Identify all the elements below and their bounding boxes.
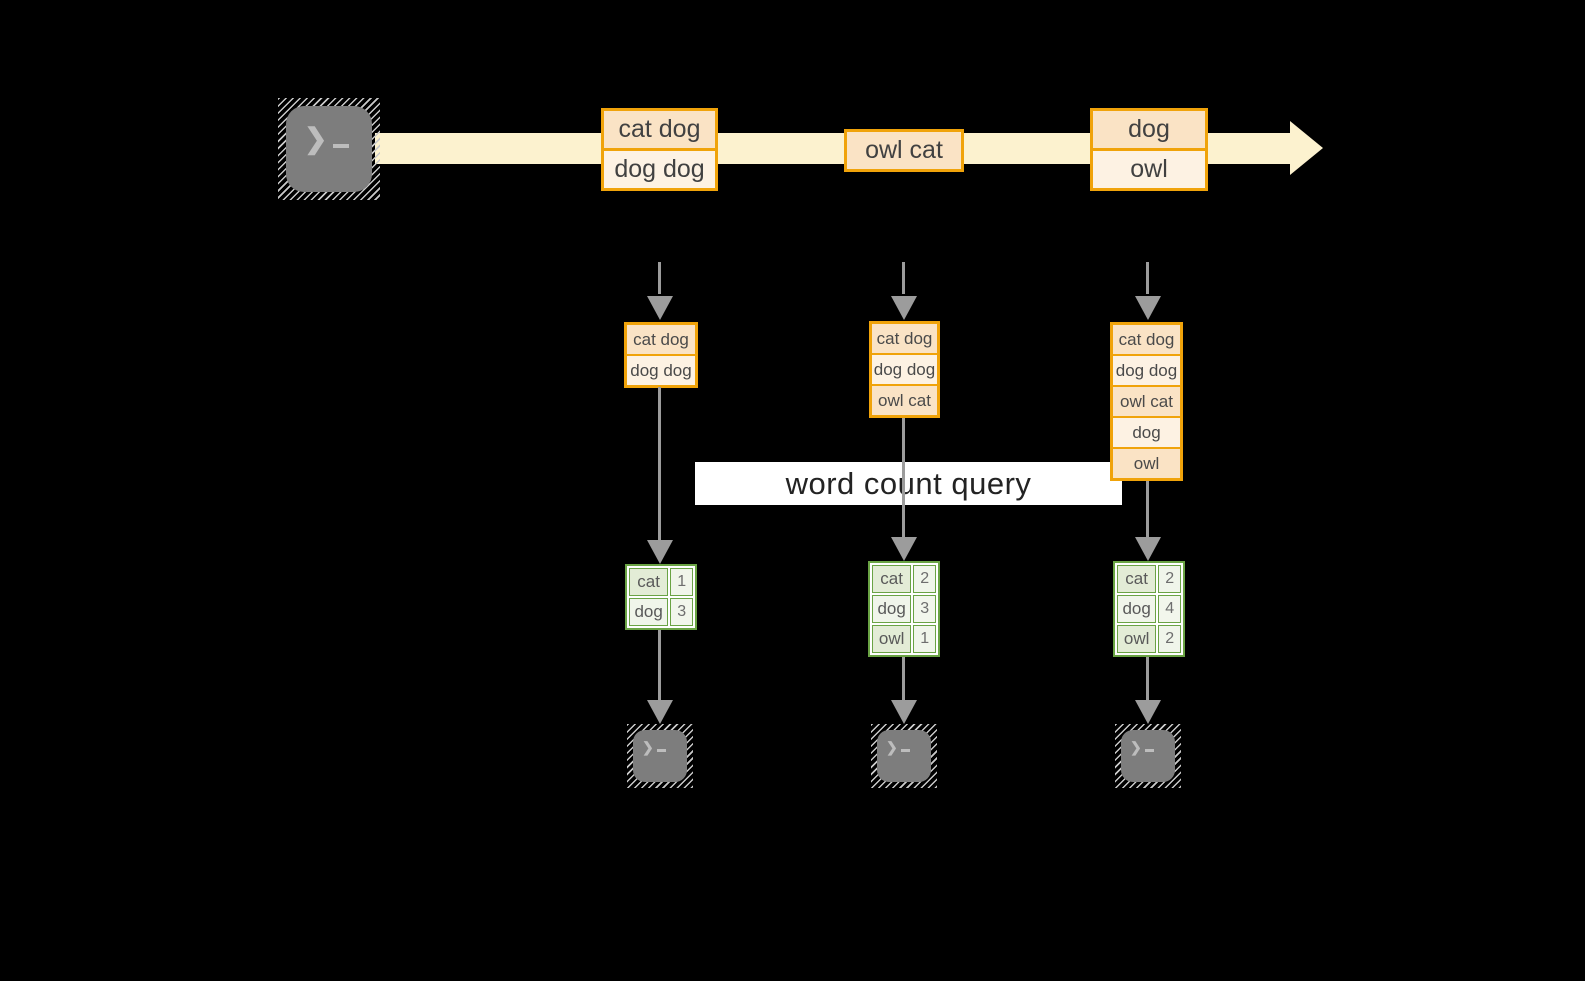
state-row: owl xyxy=(1113,449,1180,478)
stream-arrowhead-icon xyxy=(1290,121,1323,175)
state-row: cat dog xyxy=(1113,325,1180,354)
arrowhead-down-icon xyxy=(891,296,917,320)
arrowhead-down-icon xyxy=(647,540,673,564)
table-row: cat 2 xyxy=(1117,565,1181,593)
dashed-arrow-icon xyxy=(1146,262,1149,294)
arrowhead-down-icon xyxy=(1135,537,1161,561)
stream-batch-box-1: cat dog dog dog xyxy=(601,108,718,191)
sink-terminal-icon: ❯ xyxy=(627,724,693,788)
count-cell: 1 xyxy=(913,625,936,653)
table-row: dog 3 xyxy=(629,598,693,626)
prompt-underscore xyxy=(333,144,350,148)
count-cell: 4 xyxy=(1158,595,1181,623)
stream-batch-row: owl cat xyxy=(847,132,961,169)
terminal-prompt-icon: ❯ xyxy=(286,106,372,155)
prompt-chevron: ❯ xyxy=(304,123,328,154)
state-row: owl cat xyxy=(1113,387,1180,416)
word-count-table-3: cat 2 dog 4 owl 2 xyxy=(1113,561,1185,657)
table-row: dog 3 xyxy=(872,595,936,623)
stream-batch-box-3: dog owl xyxy=(1090,108,1208,191)
table-row: cat 1 xyxy=(629,568,693,596)
table-row: owl 1 xyxy=(872,625,936,653)
connector-line xyxy=(1146,481,1149,537)
state-row: cat dog xyxy=(872,324,937,353)
arrowhead-down-icon xyxy=(891,537,917,561)
word-cell: owl xyxy=(872,625,912,653)
state-stack-1: cat dog dog dog xyxy=(624,322,698,388)
state-row: dog dog xyxy=(1113,356,1180,385)
terminal-body: ❯ xyxy=(1121,730,1175,782)
arrowhead-down-icon xyxy=(1135,700,1161,724)
word-cell: cat xyxy=(1117,565,1157,593)
state-row: owl cat xyxy=(872,386,937,415)
count-cell: 3 xyxy=(670,598,693,626)
connector-line xyxy=(658,630,661,700)
stream-batch-row: cat dog xyxy=(604,111,715,148)
terminal-prompt-icon: ❯ xyxy=(1121,730,1175,756)
stream-batch-row: owl xyxy=(1093,151,1205,188)
arrowhead-down-icon xyxy=(891,700,917,724)
sink-terminal-icon: ❯ xyxy=(1115,724,1181,788)
stream-batch-box-2: owl cat xyxy=(844,129,964,172)
terminal-body: ❯ xyxy=(286,106,372,192)
state-stack-2: cat dog dog dog owl cat xyxy=(869,321,940,418)
word-count-table-1: cat 1 dog 3 xyxy=(625,564,697,630)
count-cell: 3 xyxy=(913,595,936,623)
prompt-chevron: ❯ xyxy=(886,739,898,755)
count-cell: 1 xyxy=(670,568,693,596)
terminal-prompt-icon: ❯ xyxy=(877,730,931,756)
prompt-underscore xyxy=(1144,749,1154,752)
count-cell: 2 xyxy=(913,565,936,593)
word-cell: dog xyxy=(1117,595,1157,623)
dashed-arrow-icon xyxy=(658,262,661,294)
stream-batch-row: dog xyxy=(1093,111,1205,148)
state-row: dog dog xyxy=(872,355,937,384)
count-cell: 2 xyxy=(1158,625,1181,653)
arrowhead-down-icon xyxy=(647,700,673,724)
word-cell: cat xyxy=(872,565,912,593)
connector-line xyxy=(658,387,661,540)
prompt-chevron: ❯ xyxy=(642,739,654,755)
word-cell: cat xyxy=(629,568,669,596)
count-cell: 2 xyxy=(1158,565,1181,593)
state-row: dog xyxy=(1113,418,1180,447)
connector-line xyxy=(1146,657,1149,700)
query-label: word count query xyxy=(695,462,1122,505)
prompt-chevron: ❯ xyxy=(1130,739,1142,755)
source-terminal-icon: ❯ xyxy=(278,98,380,200)
sink-terminal-icon: ❯ xyxy=(871,724,937,788)
stream-batch-row: dog dog xyxy=(604,151,715,188)
prompt-underscore xyxy=(656,749,666,752)
word-count-table-2: cat 2 dog 3 owl 1 xyxy=(868,561,940,657)
table-row: dog 4 xyxy=(1117,595,1181,623)
arrowhead-down-icon xyxy=(1135,296,1161,320)
word-cell: dog xyxy=(872,595,912,623)
table-row: owl 2 xyxy=(1117,625,1181,653)
word-cell: dog xyxy=(629,598,669,626)
state-stack-3: cat dog dog dog owl cat dog owl xyxy=(1110,322,1183,481)
arrowhead-down-icon xyxy=(647,296,673,320)
state-row: dog dog xyxy=(627,356,695,385)
connector-line xyxy=(902,418,905,537)
terminal-body: ❯ xyxy=(633,730,687,782)
dashed-arrow-icon xyxy=(902,262,905,294)
terminal-prompt-icon: ❯ xyxy=(633,730,687,756)
connector-line xyxy=(902,657,905,700)
terminal-body: ❯ xyxy=(877,730,931,782)
state-row: cat dog xyxy=(627,325,695,354)
prompt-underscore xyxy=(900,749,910,752)
word-cell: owl xyxy=(1117,625,1157,653)
table-row: cat 2 xyxy=(872,565,936,593)
